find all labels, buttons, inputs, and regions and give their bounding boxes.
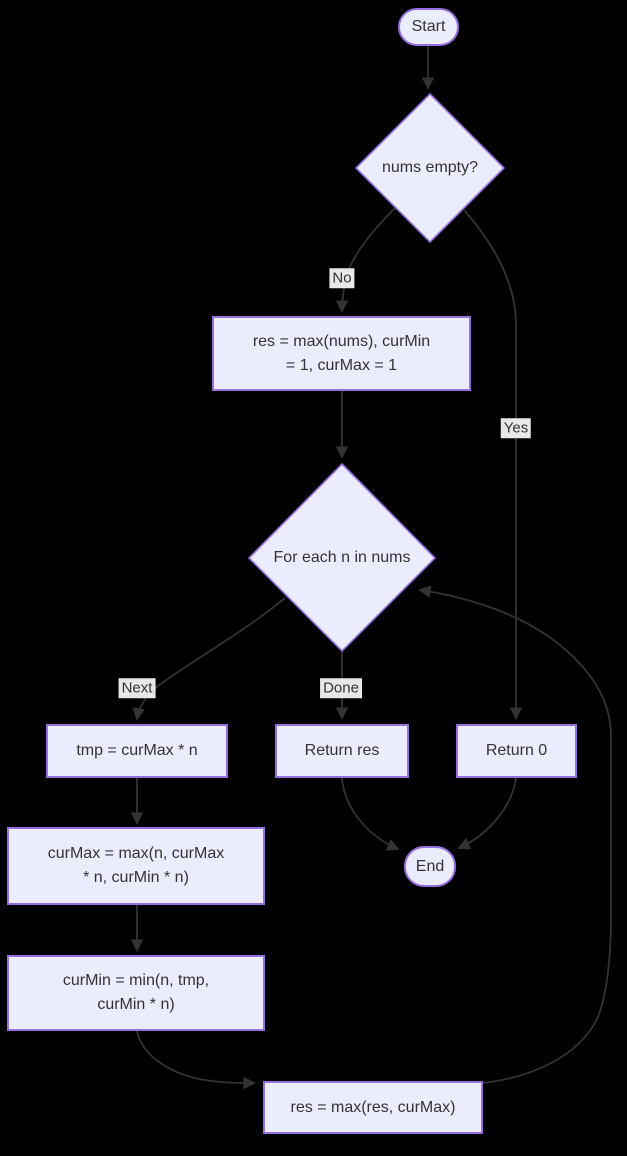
edge-resupdate-to-loop — [418, 585, 612, 1084]
node-curmin: curMin = min(n, tmp, curMin * n) — [7, 955, 265, 1031]
node-end: End — [404, 846, 456, 887]
node-return-res: Return res — [275, 724, 409, 778]
node-for-each-label: For each n in nums — [273, 549, 411, 566]
node-end-label: End — [415, 857, 445, 875]
node-start: Start — [398, 8, 459, 46]
node-curmax: curMax = max(n, curMax * n, curMin * n) — [7, 827, 265, 905]
node-return-0: Return 0 — [456, 724, 577, 778]
edge-curmin-to-resupdate — [136, 1030, 256, 1090]
edge-check-to-init-no — [335, 207, 396, 313]
edge-label-done: Done — [320, 678, 362, 698]
node-tmp: tmp = curMax * n — [46, 724, 228, 778]
node-nums-empty: nums empty? — [355, 148, 505, 188]
node-tmp-label: tmp = curMax * n — [76, 742, 198, 759]
edge-check-to-return0-yes — [463, 209, 523, 720]
edge-label-no: No — [329, 268, 355, 288]
edge-loop-to-tmp-next — [132, 597, 286, 721]
edge-label-next: Next — [118, 678, 156, 698]
node-curmax-label: curMax = max(n, curMax * n, curMin * n) — [47, 845, 225, 886]
node-for-each: For each n in nums — [252, 538, 432, 578]
decision-nums-empty — [354, 92, 506, 244]
decision-for-each — [247, 462, 437, 653]
node-start-label: Start — [411, 18, 446, 35]
edge-returnres-to-end — [341, 777, 400, 851]
node-init: res = max(nums), curMin = 1, curMax = 1 — [212, 316, 471, 391]
node-res-update-label: res = max(res, curMax) — [290, 1098, 456, 1116]
edge-label-yes: Yes — [500, 418, 532, 438]
node-init-label: res = max(nums), curMin = 1, curMax = 1 — [252, 332, 431, 374]
node-nums-empty-label: nums empty? — [381, 159, 479, 176]
node-return-0-label: Return 0 — [485, 742, 548, 759]
node-res-update: res = max(res, curMax) — [263, 1081, 483, 1134]
node-return-res-label: Return res — [304, 742, 380, 759]
node-curmin-label: curMin = min(n, tmp, curMin * n) — [62, 972, 210, 1013]
edge-return0-to-end — [457, 777, 517, 850]
